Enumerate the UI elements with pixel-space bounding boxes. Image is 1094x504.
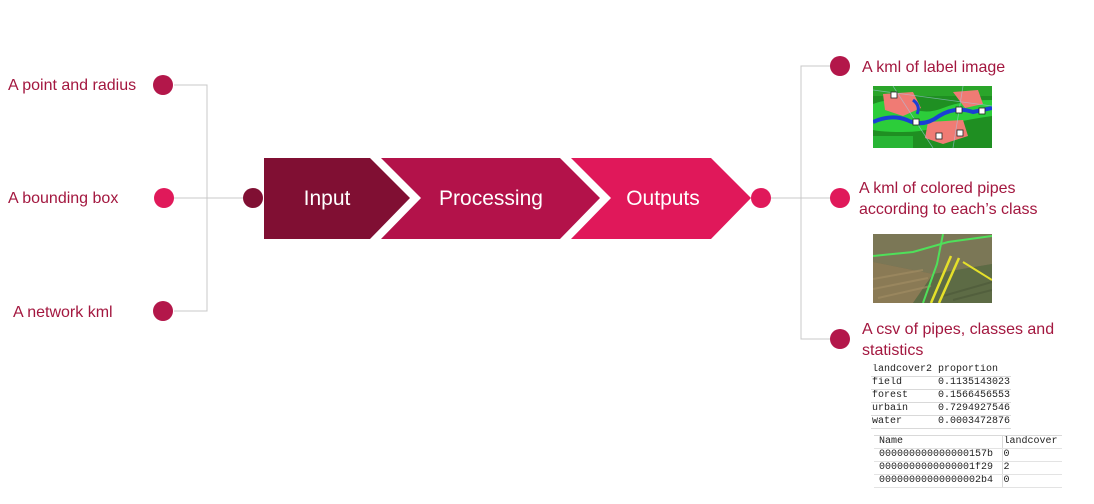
table-row: field 0.1135143023 — [871, 376, 1011, 390]
chevron-outputs — [571, 158, 751, 239]
table-cell: 0 — [1001, 448, 1062, 462]
table-cell: urbain — [871, 402, 937, 416]
pipes-col-header: Name — [874, 435, 1002, 449]
output-dot-label-image — [830, 56, 850, 76]
input-dot-point-radius — [153, 75, 173, 95]
output-label-colored-pipes-line1: A kml of colored pipes — [859, 180, 1016, 197]
input-label-point-radius: A point and radius — [8, 77, 137, 94]
proportion-table-header: landcover2 proportion — [871, 364, 1011, 377]
input-dot-bounding-box — [154, 188, 174, 208]
table-row: water 0.0003472876 — [871, 415, 1011, 429]
table-row: urbain 0.7294927546 — [871, 402, 1011, 416]
table-cell: 0.0003472876 — [937, 415, 1011, 429]
proportion-col-header: landcover2 — [871, 364, 937, 377]
label-image-thumbnail — [873, 86, 992, 148]
table-cell: water — [871, 415, 937, 429]
input-label-bounding-box: A bounding box — [8, 190, 119, 207]
table-cell: 0000000000000001f29 — [874, 461, 1002, 475]
process-start-dot — [243, 188, 263, 208]
input-label-network-kml: A network kml — [13, 304, 113, 321]
table-row: 00000000000000002b4 0 — [874, 474, 1062, 488]
table-cell: forest — [871, 389, 937, 403]
table-row: 000000000000000157b 0 — [874, 448, 1062, 462]
process-end-dot — [751, 188, 771, 208]
output-dot-csv — [830, 329, 850, 349]
pipes-table-header: Name landcover — [874, 435, 1062, 449]
table-cell: 000000000000000157b — [874, 448, 1002, 462]
proportion-table: landcover2 proportion field 0.1135143023… — [871, 364, 1011, 429]
pipes-col-header: landcover — [1001, 435, 1062, 449]
table-cell: 0.1135143023 — [937, 376, 1011, 390]
step-outputs-label: Outputs — [626, 187, 700, 210]
table-cell: 0.1566456553 — [937, 389, 1011, 403]
output-label-colored-pipes-line2: according to each’s class — [859, 201, 1038, 218]
table-cell: 00000000000000002b4 — [874, 474, 1002, 488]
table-row: forest 0.1566456553 — [871, 389, 1011, 403]
table-cell: field — [871, 376, 937, 390]
step-input-label: Input — [304, 187, 351, 210]
table-cell: 0.7294927546 — [937, 402, 1011, 416]
output-label-csv-line1: A csv of pipes, classes and — [862, 321, 1055, 338]
colored-pipes-thumbnail — [873, 234, 992, 303]
input-dot-network-kml — [153, 301, 173, 321]
output-label-label-image: A kml of label image — [862, 59, 1006, 76]
chevron-processing — [381, 158, 600, 239]
pipes-table: Name landcover 000000000000000157b 0 000… — [874, 435, 1062, 488]
table-cell: 0 — [1001, 474, 1062, 488]
table-cell: 2 — [1001, 461, 1062, 475]
chevron-input — [264, 158, 410, 239]
proportion-col-header: proportion — [937, 364, 1011, 377]
output-dot-colored-pipes — [830, 188, 850, 208]
output-label-csv-line2: statistics — [862, 342, 924, 359]
table-row: 0000000000000001f29 2 — [874, 461, 1062, 475]
step-processing-label: Processing — [439, 187, 543, 210]
